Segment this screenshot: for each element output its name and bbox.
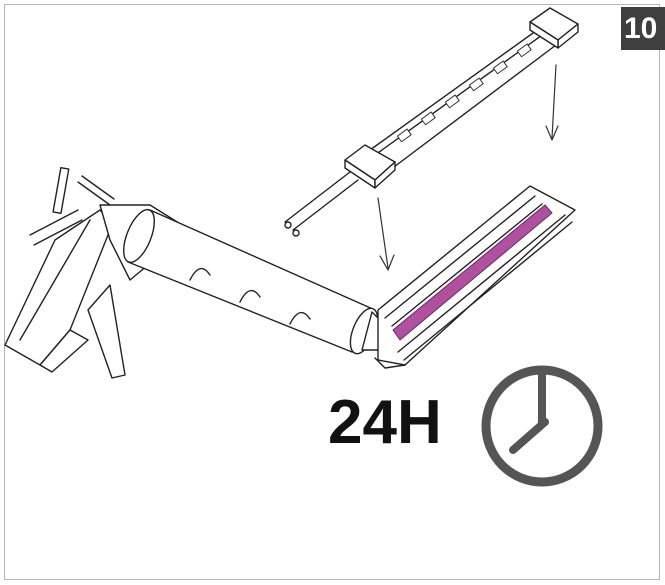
arrow-down-icon: [545, 64, 559, 141]
led-strip: [284, 7, 579, 237]
aluminium-profile: [374, 185, 576, 369]
instruction-panel-frame: [4, 4, 660, 580]
caulking-gun: [4, 166, 396, 379]
step-number-badge: 10: [621, 7, 665, 50]
clock-icon: [481, 365, 603, 487]
drying-time-label: 24H: [328, 388, 442, 457]
arrow-down-icon: [377, 197, 395, 271]
